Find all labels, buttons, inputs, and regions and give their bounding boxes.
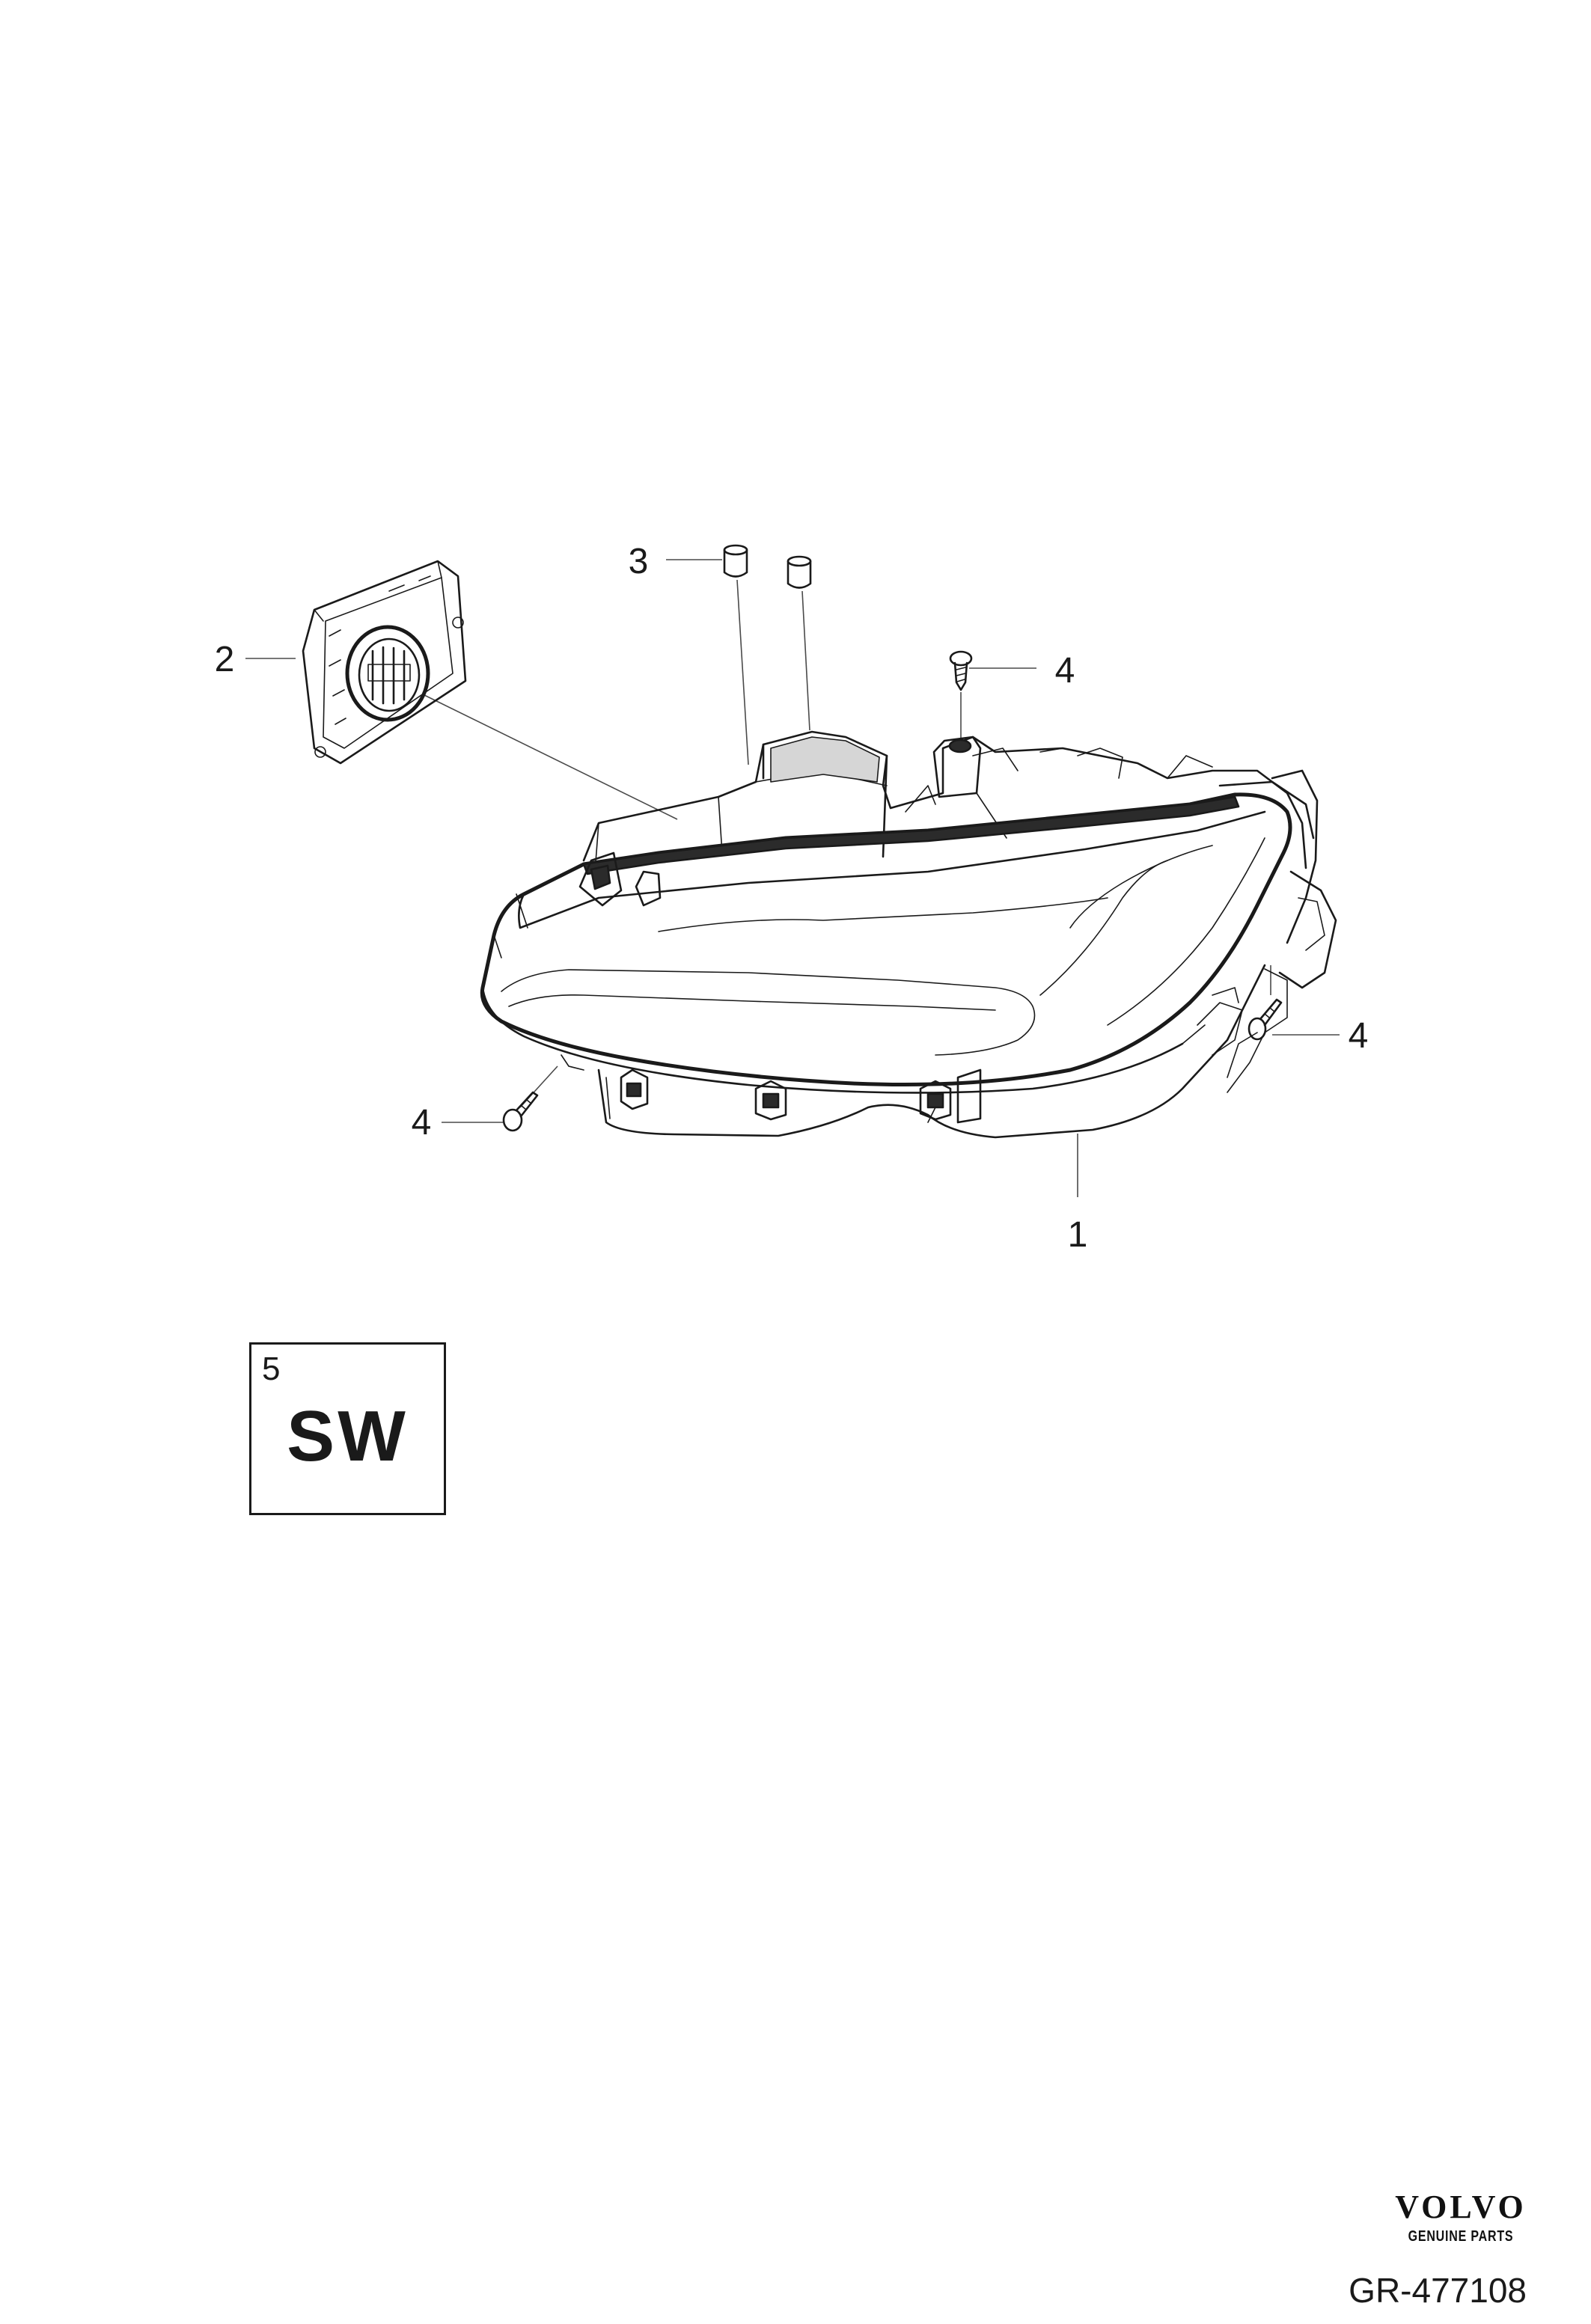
callout-4-top: 4 (1055, 651, 1075, 691)
screw-left (502, 1091, 539, 1132)
software-box-number: 5 (262, 1351, 281, 1387)
callout-4-right: 4 (1349, 1016, 1369, 1056)
diagram-reference: GR-477108 (1349, 2271, 1527, 2310)
control-module-part (302, 560, 467, 765)
volvo-logo: VOLVO GENUINE PARTS (1395, 2191, 1527, 2245)
screw-right (1248, 998, 1283, 1041)
software-box-label: SW (287, 1396, 409, 1476)
brand-name: VOLVO (1395, 2189, 1527, 2225)
screw-top (949, 650, 973, 691)
leader-lines (245, 559, 1340, 1197)
callout-4-left: 4 (412, 1103, 432, 1143)
headlamp-part (480, 730, 1337, 1139)
brand-subtitle: GENUINE PARTS (1408, 2228, 1514, 2245)
callout-1: 1 (1068, 1215, 1088, 1255)
cap-part (723, 544, 812, 589)
software-box: 5 SW (249, 1342, 446, 1515)
callout-2: 2 (215, 640, 235, 679)
callout-3: 3 (629, 542, 649, 581)
